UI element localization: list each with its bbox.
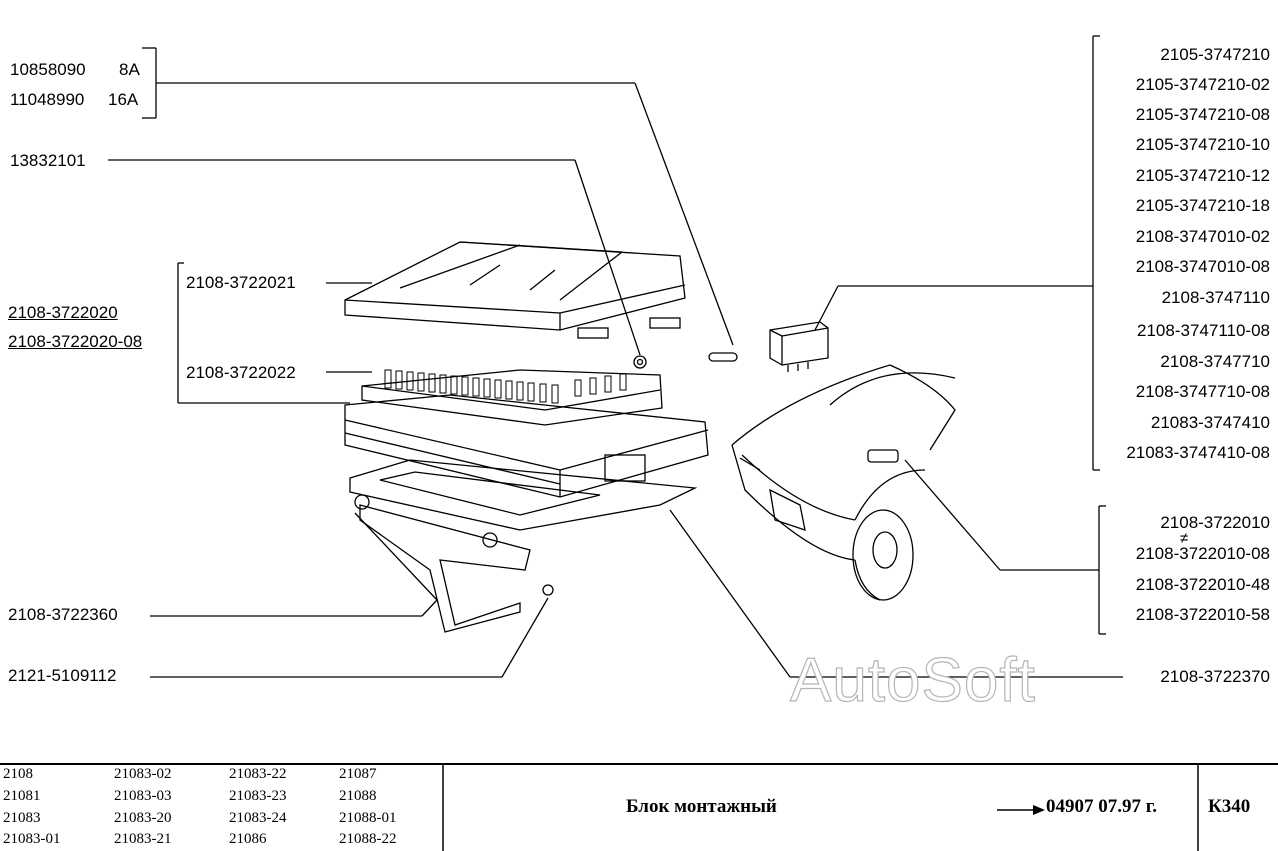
relay-label: 2105-3747210-08 xyxy=(1135,105,1270,124)
relay-label: 2105-3747210-02 xyxy=(1135,75,1270,94)
model-cell: 21083-20 xyxy=(114,810,172,826)
block-label: 2108-3722010 xyxy=(1160,513,1270,532)
relay-label: 2108-3747010-02 xyxy=(1135,227,1270,246)
relay-label: 21083-3747410-08 xyxy=(1126,443,1270,462)
car-outline xyxy=(731,364,956,601)
relay-label: 21083-3747410 xyxy=(1150,413,1270,432)
arrow-right-icon xyxy=(997,805,1045,815)
model-cell: 21083-01 xyxy=(3,831,61,847)
fuse-rating-8a: 8A xyxy=(119,60,140,79)
model-cell: 21083-23 xyxy=(229,788,287,804)
label-gasket: 2108-3722370 xyxy=(1160,667,1270,686)
block-label: 2108-3722010-48 xyxy=(1135,575,1270,594)
label-block-2: 2108-3722020-08 xyxy=(8,332,143,351)
fuse-part-16a: 11048990 xyxy=(10,90,85,109)
label-bracket: 2108-3722360 xyxy=(8,605,118,624)
footer-table: 2108 21083-02 21083-22 21087 21081 21083… xyxy=(0,763,1278,851)
footer-lines xyxy=(0,763,1278,851)
page-title: Блок монтажный xyxy=(626,796,777,817)
relay-label: 2108-3747710-08 xyxy=(1135,382,1270,401)
not-equal-sign: ≠ xyxy=(1180,530,1189,547)
model-cell: 21086 xyxy=(229,831,267,847)
label-cover: 2108-3722021 xyxy=(186,273,296,292)
model-cell: 21083-21 xyxy=(114,831,172,847)
leader-lines xyxy=(108,35,1123,678)
relay-label: 2108-3747010-08 xyxy=(1135,257,1270,276)
label-screw: 2121-5109112 xyxy=(8,666,117,685)
fuse-rating-16a: 16A xyxy=(108,90,139,109)
bracket-shape xyxy=(354,494,554,633)
fuse-bracket xyxy=(142,47,734,346)
board-shape xyxy=(361,352,738,426)
model-cell: 21088 xyxy=(339,788,377,804)
relay-label: 2105-3747210 xyxy=(1160,45,1270,64)
doc-reference: 04907 07.97 г. xyxy=(1046,796,1157,817)
model-cell: 2108 xyxy=(3,766,33,782)
relay-label: 2105-3747210-18 xyxy=(1135,196,1270,215)
relay-label: 2108-3747110 xyxy=(1161,288,1270,307)
relay-label: 2105-3747210-12 xyxy=(1135,166,1270,185)
watermark: AutoSoft xyxy=(789,645,1036,715)
block-label: 2108-3722010-58 xyxy=(1135,605,1270,624)
block-label: 2108-3722010-08 xyxy=(1135,544,1270,563)
fuse-part-8a: 10858090 xyxy=(10,60,86,79)
sheet-code: К340 xyxy=(1208,796,1251,817)
model-cell: 21083-03 xyxy=(114,788,172,804)
relay-label: 2105-3747210-10 xyxy=(1135,135,1270,154)
model-cell: 21088-22 xyxy=(339,831,397,847)
model-cell: 21083-22 xyxy=(229,766,287,782)
model-cell: 21083-24 xyxy=(229,810,287,826)
gasket-shape xyxy=(349,459,698,531)
label-board: 2108-3722022 xyxy=(186,363,296,382)
model-cell: 21083-02 xyxy=(114,766,172,782)
relay-shape xyxy=(769,321,829,372)
model-cell: 21083 xyxy=(3,810,41,826)
relay-label: 2108-3747110-08 xyxy=(1137,321,1270,340)
model-cell: 21088-01 xyxy=(339,810,397,826)
relay-label: 2108-3747710 xyxy=(1160,352,1270,371)
model-cell: 21087 xyxy=(339,766,377,782)
label-fuse-clip: 13832101 xyxy=(10,151,86,170)
model-cell: 21081 xyxy=(3,788,41,804)
housing-shape xyxy=(344,394,709,498)
cover-shape xyxy=(344,241,686,339)
label-block-1: 2108-3722020 xyxy=(8,303,118,322)
